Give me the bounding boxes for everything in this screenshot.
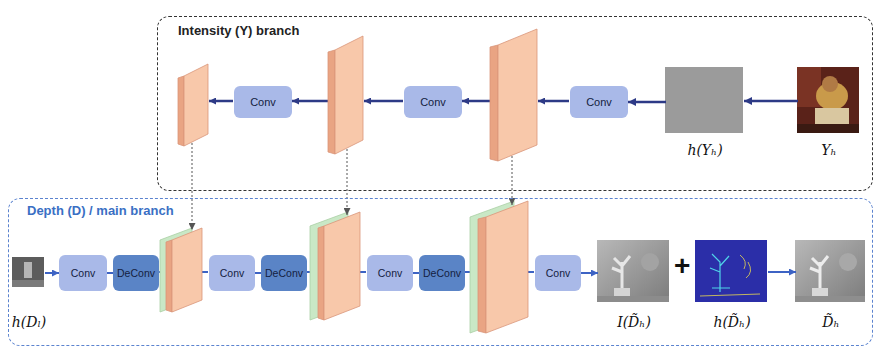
image-panel: h(Dₗ): [13, 258, 45, 288]
conv-box: Conv: [570, 86, 628, 118]
image-label: h(Yₕ): [687, 142, 722, 158]
image-label: h(D̃ₕ): [713, 314, 750, 330]
flow-arrow: [744, 100, 798, 103]
image-label: Yₕ: [821, 142, 836, 158]
conv-box: Conv: [209, 255, 255, 291]
deconv-box: DeConv: [419, 255, 465, 291]
box-label: Conv: [378, 267, 403, 279]
conv-box: Conv: [535, 255, 581, 291]
feature-map: [160, 201, 528, 333]
conv-box: Conv: [404, 86, 462, 118]
deconv-box: DeConv: [261, 255, 307, 291]
image-panel: Yₕ: [798, 68, 860, 134]
photo-image: [797, 67, 859, 133]
image-label: I(D̃ₕ): [617, 314, 651, 330]
conv-box: Conv: [59, 255, 107, 291]
image-label: h(Dₗ): [12, 314, 47, 330]
deconv-box: DeConv: [113, 255, 159, 291]
conv-box: Conv: [367, 255, 413, 291]
flow-arrow: [628, 101, 666, 104]
image-panel: I(D̃ₕ): [598, 241, 670, 303]
operator-symbol: +: [674, 252, 690, 280]
conv-box: Conv: [234, 86, 292, 118]
box-label: Conv: [546, 267, 571, 279]
box-label: Conv: [420, 96, 446, 108]
flow-arrow: [768, 271, 796, 273]
feature-map: [178, 29, 537, 161]
box-label: Conv: [220, 267, 245, 279]
region-heading: Depth (D) / main branch: [27, 203, 174, 218]
guidance-arrow: [192, 143, 512, 230]
box-label: DeConv: [423, 267, 461, 279]
image-panel: D̃ₕ: [796, 241, 866, 303]
box-label: Conv: [250, 96, 276, 108]
image-label: D̃ₕ: [822, 314, 839, 330]
box-label: Conv: [586, 96, 612, 108]
branch-region: Intensity (Y) branchConv Conv Conv h(Yₕ) Yₕ: [157, 16, 873, 191]
box-label: DeConv: [117, 267, 155, 279]
region-heading: Intensity (Y) branch: [178, 23, 299, 38]
depth-image: [12, 257, 44, 287]
flow-arrow: [581, 272, 598, 274]
box-label: Conv: [71, 267, 96, 279]
filtered-image: [665, 67, 743, 133]
depth-image: [597, 240, 669, 302]
box-label: DeConv: [265, 267, 303, 279]
depth-image: [795, 240, 865, 302]
image-panel: h(D̃ₕ): [696, 241, 768, 303]
image-panel: h(Yₕ): [666, 68, 744, 134]
flow-arrow: [45, 272, 59, 274]
residual-image: [695, 240, 767, 302]
branch-region: Depth (D) / main branch h(Dₗ) Conv DeConv Co…: [8, 198, 873, 346]
